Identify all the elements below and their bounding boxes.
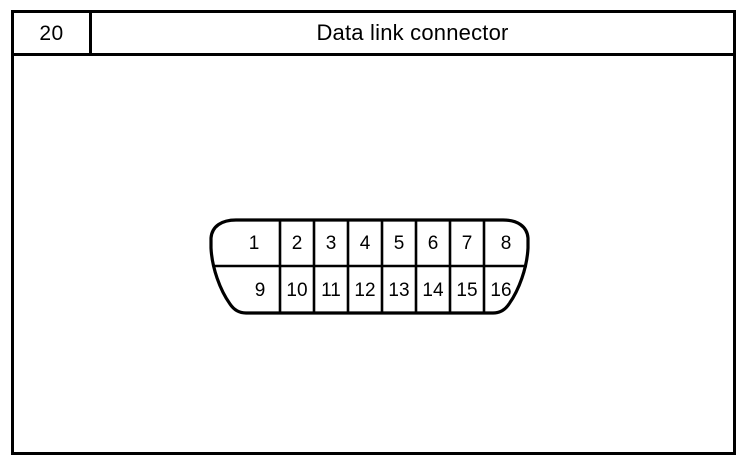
- pin-label-15: 15: [456, 280, 477, 301]
- page-title: Data link connector: [316, 20, 509, 45]
- pin-label-9: 9: [255, 280, 266, 301]
- pin-label-10: 10: [286, 280, 307, 301]
- pin-label-5: 5: [394, 233, 405, 254]
- pin-label-12: 12: [354, 280, 375, 301]
- figure-title-cell: Data link connector: [92, 13, 733, 53]
- figure-frame: 20 Data link connector: [11, 10, 736, 455]
- pin-label-13: 13: [388, 280, 409, 301]
- pin-label-2: 2: [292, 233, 303, 254]
- pin-label-7: 7: [462, 233, 473, 254]
- pin-label-6: 6: [428, 233, 439, 254]
- pin-label-1: 1: [249, 233, 260, 254]
- pin-label-16: 16: [490, 280, 511, 301]
- figure-canvas: 1 2 3 4 5 6 7 8 9 10 11 12 13 14 15 16: [14, 56, 733, 452]
- figure-number: 20: [39, 21, 64, 45]
- figure-header: 20 Data link connector: [14, 13, 733, 56]
- data-link-connector-diagram: 1 2 3 4 5 6 7 8 9 10 11 12 13 14 15 16: [209, 218, 530, 315]
- pin-label-14: 14: [422, 280, 444, 301]
- figure-number-cell: 20: [14, 13, 92, 53]
- pin-label-3: 3: [326, 233, 337, 254]
- pin-label-8: 8: [501, 233, 512, 254]
- pin-label-11: 11: [321, 280, 341, 301]
- pin-label-4: 4: [360, 233, 371, 254]
